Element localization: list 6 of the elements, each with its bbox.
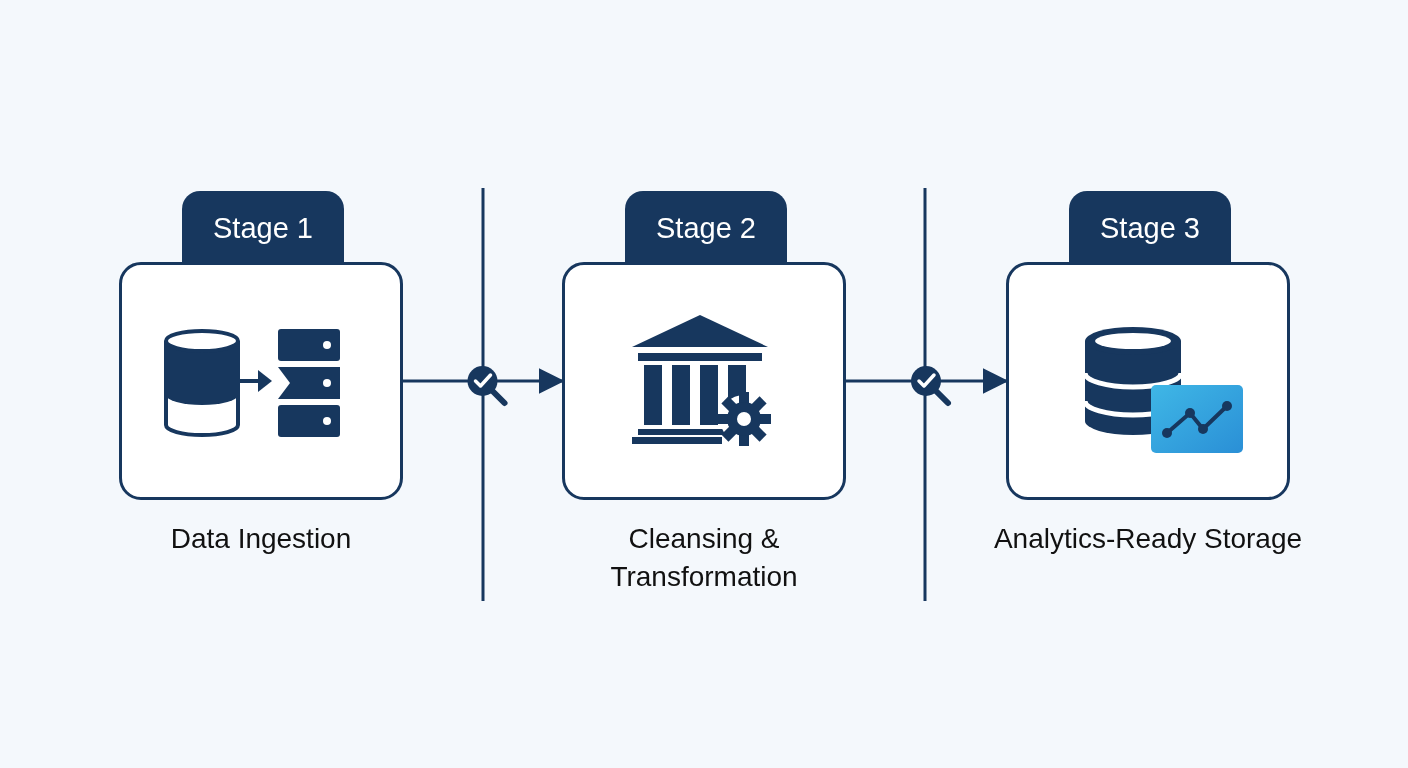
stage-tab: Stage 2 [625,191,787,265]
stage-caption: Analytics-Ready Storage [992,522,1304,556]
stage-caption: Cleansing & Transformation [609,522,799,594]
stage-tab: Stage 1 [182,191,344,265]
stage-tab: Stage 3 [1069,191,1231,265]
stage-caption: Data Ingestion [169,522,353,556]
